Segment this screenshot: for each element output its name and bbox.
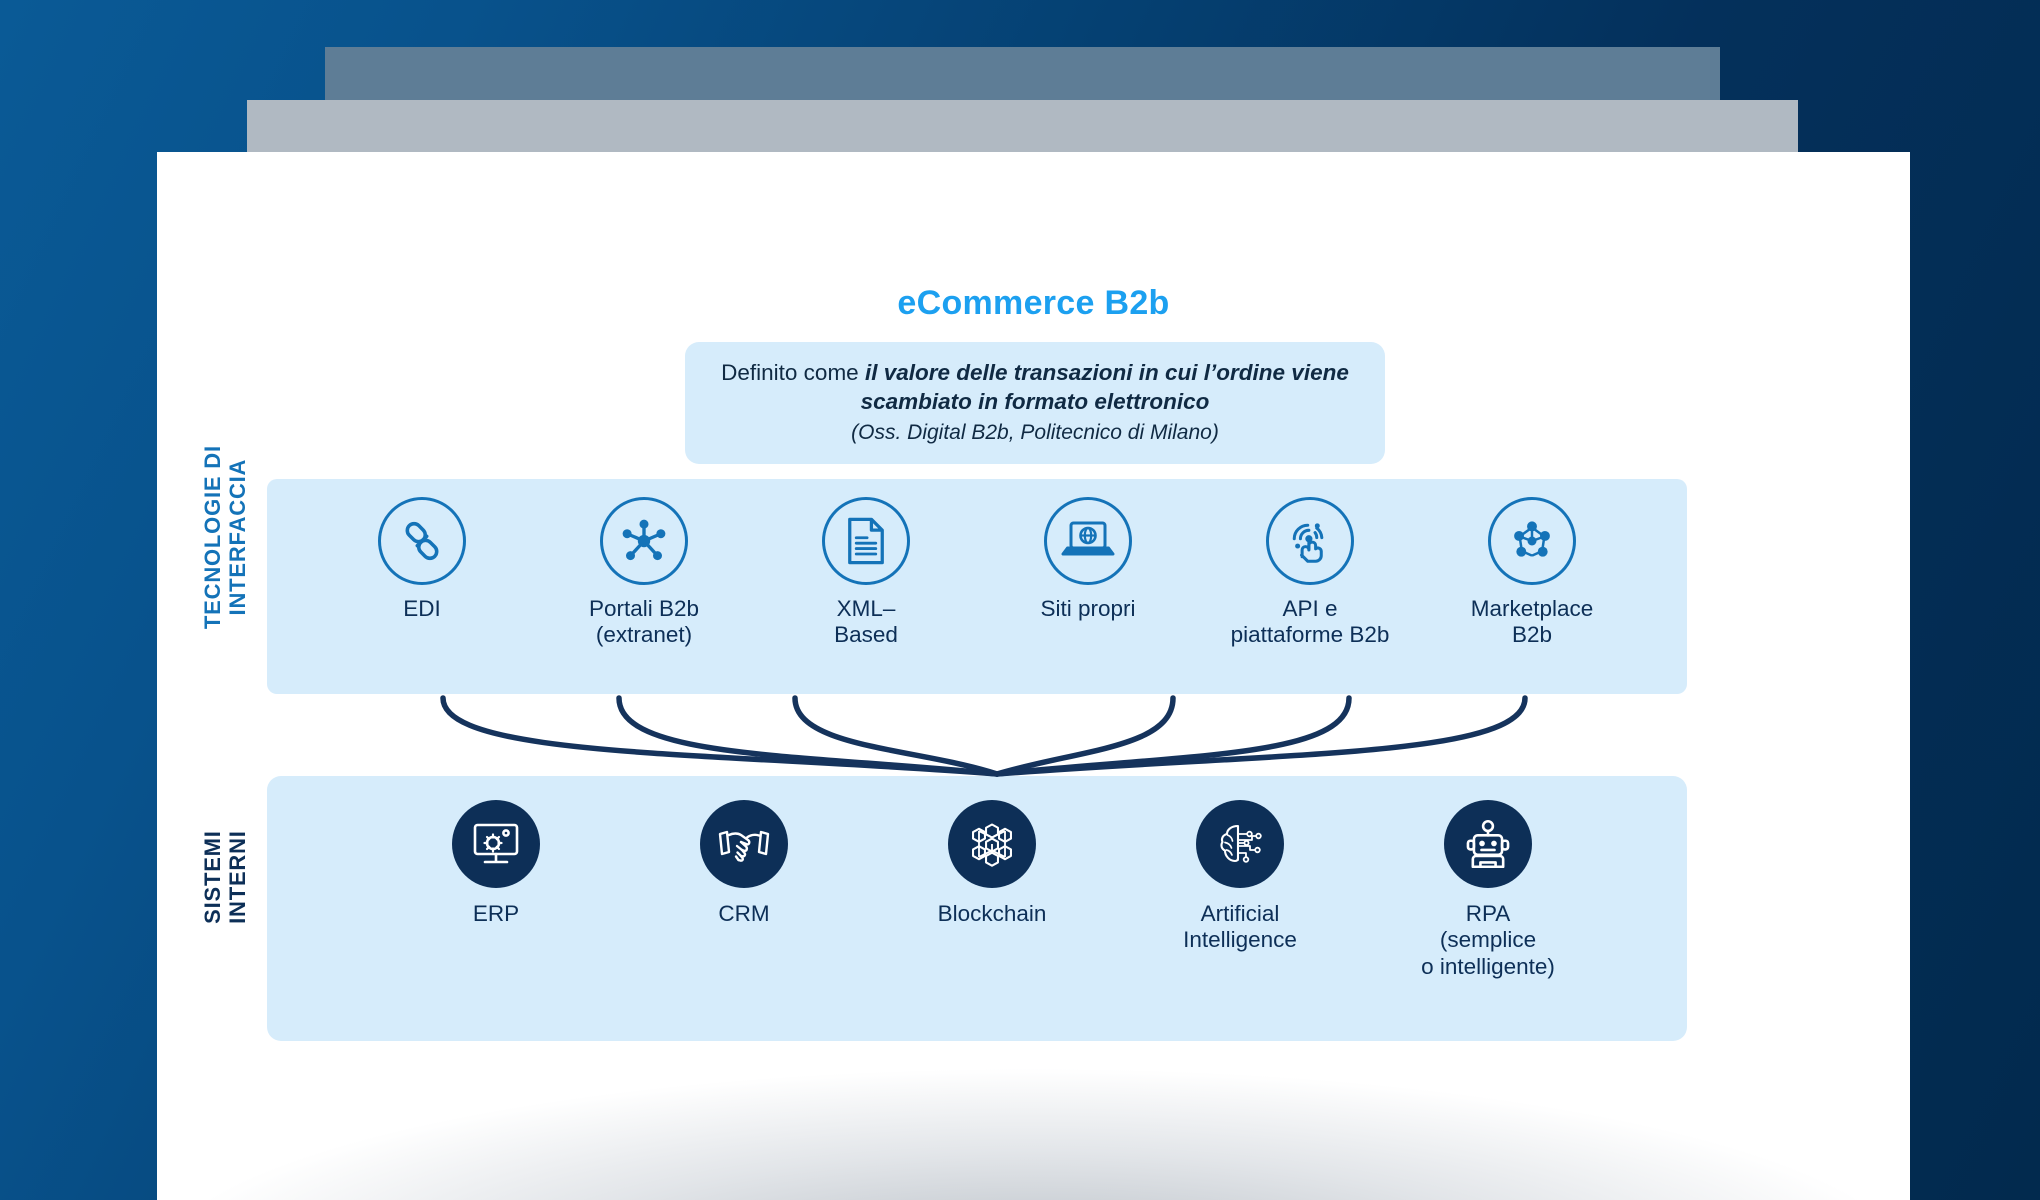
brain-circuit-icon bbox=[1196, 800, 1284, 888]
internal-item-label: RPA (semplice o intelligente) bbox=[1421, 901, 1555, 979]
interface-item-xml-based[interactable]: XML– Based bbox=[766, 497, 966, 649]
internal-item-label: ERP bbox=[472, 901, 520, 926]
monitor-gear-icon bbox=[452, 800, 540, 888]
handshake-icon bbox=[700, 800, 788, 888]
robot-icon bbox=[1444, 800, 1532, 888]
laptop-globe-icon bbox=[1044, 497, 1132, 585]
side-label-interface-technologies: TECNOLOGIE DI INTERFACCIA bbox=[199, 445, 250, 630]
side-label-internal-systems: SISTEMI INTERNI bbox=[199, 830, 250, 924]
interface-item-label: Marketplace B2b bbox=[1470, 596, 1594, 648]
internal-item-label: Blockchain bbox=[937, 901, 1047, 926]
page-title: eCommerce B2b bbox=[897, 284, 1170, 322]
interface-item-label: XML– Based bbox=[834, 596, 898, 648]
blockchain-cubes-icon bbox=[948, 800, 1036, 888]
interface-item-api-piattaforme[interactable]: API e piattaforme B2b bbox=[1210, 497, 1410, 649]
internal-item-erp[interactable]: ERP bbox=[396, 800, 596, 927]
b2b-ecommerce-diagram: eCommerce B2b Definito come il valore de… bbox=[157, 152, 1910, 1200]
internal-systems-row: ERP CRM bbox=[337, 800, 1647, 980]
definition-emphasis: il valore delle transazioni in cui l’ord… bbox=[860, 360, 1349, 415]
internal-item-label: CRM bbox=[718, 901, 770, 926]
touch-circuit-icon bbox=[1266, 497, 1354, 585]
people-network-icon bbox=[1488, 497, 1576, 585]
document-icon bbox=[822, 497, 910, 585]
interface-item-siti-propri[interactable]: Siti propri bbox=[988, 497, 1188, 622]
definition-lead: Definito come bbox=[721, 360, 865, 385]
interface-item-label: EDI bbox=[403, 596, 441, 621]
interface-item-label: Portali B2b (extranet) bbox=[588, 596, 700, 648]
network-hub-icon bbox=[600, 497, 688, 585]
interface-technologies-row: EDI Portali B2b (extranet) bbox=[267, 497, 1687, 649]
interface-technologies-band bbox=[267, 479, 1687, 694]
interface-item-marketplace-b2b[interactable]: Marketplace B2b bbox=[1432, 497, 1632, 649]
internal-item-rpa[interactable]: RPA (semplice o intelligente) bbox=[1388, 800, 1588, 980]
internal-item-blockchain[interactable]: Blockchain bbox=[892, 800, 1092, 927]
interface-item-label: Siti propri bbox=[1040, 596, 1136, 621]
internal-item-crm[interactable]: CRM bbox=[644, 800, 844, 927]
internal-item-artificial-intelligence[interactable]: Artificial Intelligence bbox=[1140, 800, 1340, 954]
definition-callout: Definito come il valore delle transazion… bbox=[685, 342, 1385, 464]
interface-item-edi[interactable]: EDI bbox=[322, 497, 522, 622]
interface-item-label: API e piattaforme B2b bbox=[1230, 596, 1390, 648]
definition-source: (Oss. Digital B2b, Politecnico di Milano… bbox=[851, 420, 1219, 444]
chain-link-icon bbox=[378, 497, 466, 585]
interface-item-portali-b2b[interactable]: Portali B2b (extranet) bbox=[544, 497, 744, 649]
internal-item-label: Artificial Intelligence bbox=[1183, 901, 1297, 953]
